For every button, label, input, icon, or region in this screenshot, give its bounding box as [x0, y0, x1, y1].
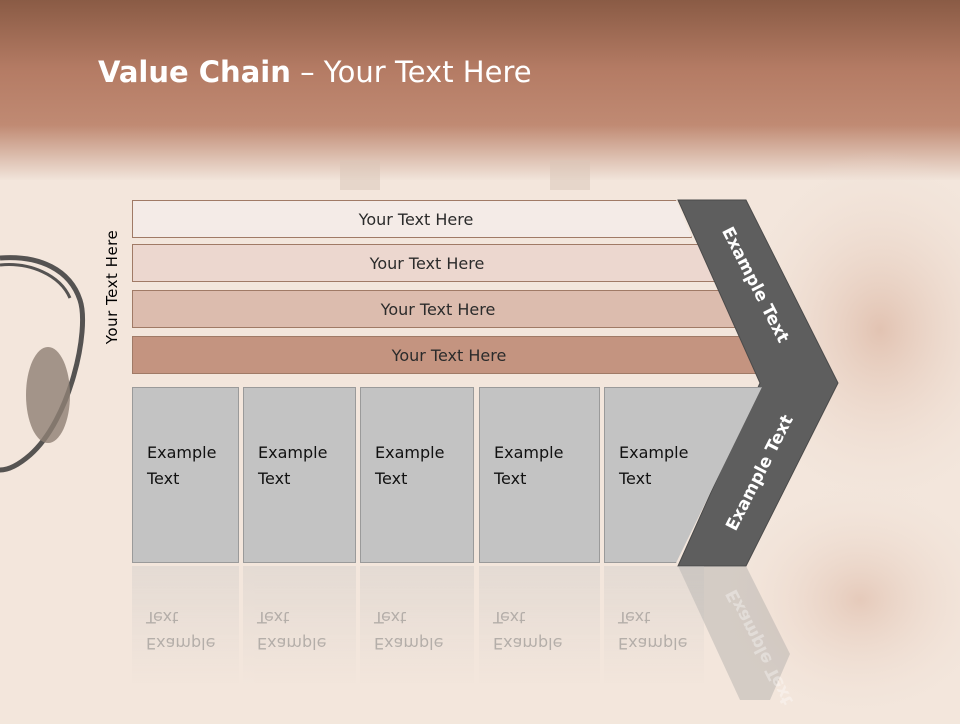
band-3-label: Your Text Here [380, 300, 496, 319]
band-2: Your Text Here [132, 244, 722, 282]
glasses-image [0, 255, 85, 473]
column-4-line1: Example [494, 443, 564, 462]
column-1-line1: Example [147, 443, 217, 462]
band-3: Your Text Here [132, 290, 744, 328]
slide-title: Value Chain – Your Text Here [98, 55, 532, 89]
column-3-line1: Example [375, 443, 445, 462]
column-5-line2: Text [619, 469, 652, 488]
title-bold: Value Chain [98, 55, 291, 89]
column-2-line2: Text [258, 469, 291, 488]
band-1-label: Your Text Here [358, 210, 474, 229]
column-2-line1: Example [258, 443, 328, 462]
column-4-line2: Text [494, 469, 527, 488]
column-1-line2: Text [147, 469, 180, 488]
column-3-line2: Text [375, 469, 408, 488]
title-rest: – Your Text Here [290, 55, 532, 89]
band-2-label: Your Text Here [369, 254, 485, 273]
band-1: Your Text Here [132, 200, 692, 238]
band-4: Your Text Here [132, 336, 766, 374]
column-5-line1: Example [619, 443, 689, 462]
band-4-label: Your Text Here [391, 346, 507, 365]
